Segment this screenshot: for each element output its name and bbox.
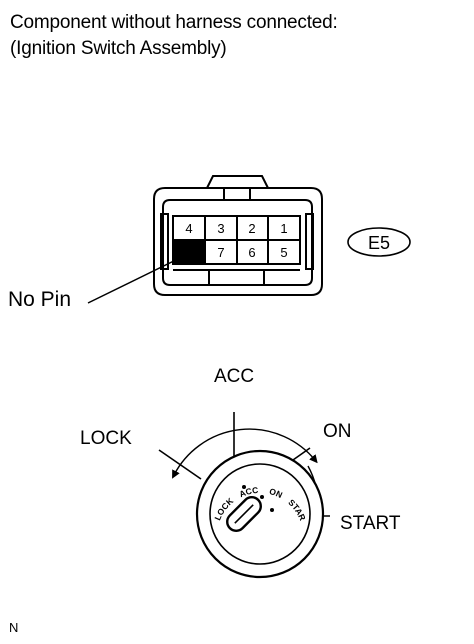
connector-latch: [206, 175, 269, 189]
connector-pin-numbers: 4 3 2 1 7 6 5: [185, 221, 287, 260]
pin-number: 7: [217, 245, 224, 260]
pin-number: 5: [280, 245, 287, 260]
connector-code-badge: [347, 227, 411, 257]
title-line-1: Component without harness connected:: [10, 12, 338, 33]
no-pin-leader-line: [87, 254, 187, 304]
pin-number: 1: [280, 221, 287, 236]
no-pin-label: No Pin: [8, 288, 71, 311]
figure-mark: N: [9, 620, 18, 635]
connector-left-guide: [160, 213, 169, 270]
key-slot: [226, 496, 262, 532]
pin-number: 6: [248, 245, 255, 260]
connector-housing: [153, 187, 323, 296]
pin-number: 4: [185, 221, 192, 236]
label-start: START: [340, 513, 401, 534]
pin-number: 2: [248, 221, 255, 236]
pin-number: 3: [217, 221, 224, 236]
switch-inner-ring: [209, 463, 311, 565]
label-lock: LOCK: [80, 428, 132, 449]
ignition-switch-illustration: [158, 412, 330, 579]
connector-housing-inner: [162, 199, 313, 286]
connector-code: E5: [368, 233, 390, 253]
connector-illustration: [153, 175, 323, 296]
label-on: ON: [323, 421, 352, 442]
connector-right-guide: [305, 213, 314, 270]
switch-outer-ring: [195, 449, 325, 579]
label-acc: ACC: [214, 366, 254, 387]
switch-face-dots: [242, 485, 274, 512]
connector-latch-window: [223, 187, 251, 201]
no-pin-cavity: [173, 240, 205, 264]
lock-on-rotation-arc: [172, 428, 318, 479]
title-line-2: (Ignition Switch Assembly): [10, 38, 227, 59]
